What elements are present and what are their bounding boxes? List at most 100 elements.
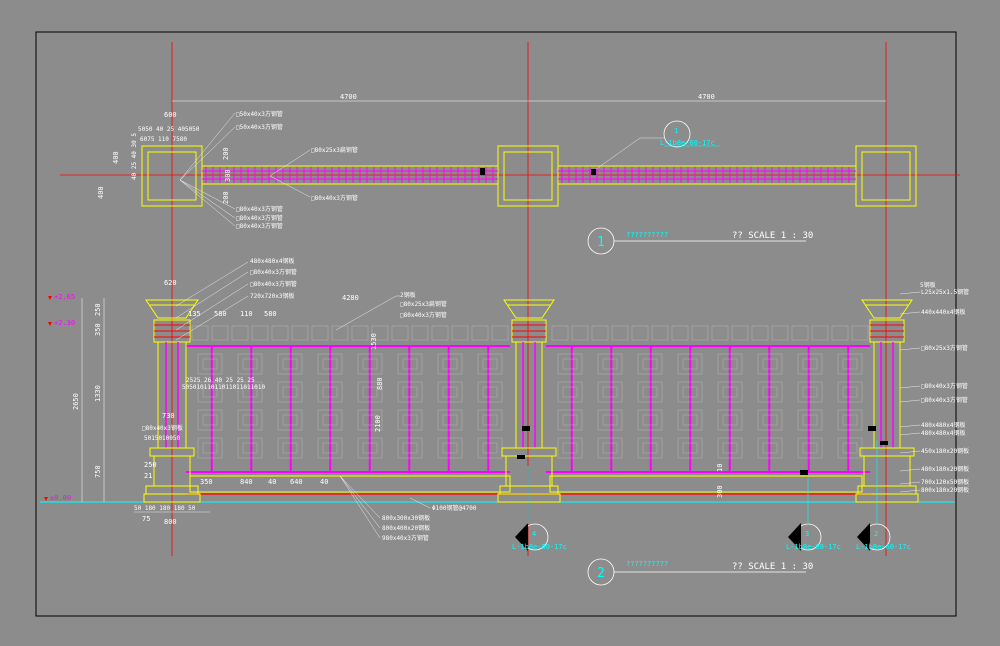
elev-left-label-4: 720x720x3钢板 xyxy=(250,292,295,300)
plan-callout-circle xyxy=(663,120,691,148)
elev-base-width: 730 xyxy=(162,412,175,420)
plan-depth-upper: 400 xyxy=(112,151,120,164)
elev-panel-580a: 580 xyxy=(214,310,227,318)
elev-panel-110: 110 xyxy=(240,310,253,318)
plan-callout-num: 1 xyxy=(674,127,678,135)
elev-right-label-10: 700x120x50钢板 xyxy=(921,478,969,486)
elev-bottom-label-1: 800x300x30钢板 xyxy=(382,514,430,522)
elev-post-spacing: 2525 26 40 25 25 25 xyxy=(186,377,255,384)
elev-h-2650: 2650 xyxy=(72,393,80,410)
plan-depth-side: 40 25 40 30 5 xyxy=(131,133,138,180)
elev-callout-3: 3 L-1b8e-60-17c xyxy=(786,478,841,551)
elev-right-label-9: 480x180x20钢板 xyxy=(921,465,969,473)
plan-span-left: 4700 xyxy=(340,93,357,101)
plan-label-1: □50x40x3方钢管 xyxy=(236,110,283,118)
elev-mid-label: 10 xyxy=(716,464,724,472)
elev-inner-height: 1530 xyxy=(370,333,378,350)
plan-view: 4700 4700 600 5050 40 25 405050 6075 xyxy=(97,93,917,230)
elev-bottom-40b: 40 xyxy=(320,478,328,486)
callout-4-num: 4 xyxy=(532,530,536,538)
elev-top-label: 2钢板 xyxy=(400,291,416,299)
callout-3-num: 3 xyxy=(805,530,809,538)
elevation-rails xyxy=(186,345,870,473)
elev-cap-width: 620 xyxy=(164,279,177,287)
plan-scale: ?? SCALE 1 : 30 xyxy=(732,231,813,241)
callout-2-ref: L-1b8e-60-17c xyxy=(856,543,911,551)
plan-leaders xyxy=(179,112,311,227)
plan-pillar-width: 600 xyxy=(164,111,177,119)
elev-pillar-right xyxy=(855,299,919,503)
elev-callout-4: 4 L-1b8e-60-17c xyxy=(512,466,567,551)
elev-ground-note: Φ100钢管@4700 xyxy=(432,504,477,512)
elev-right-label-6: 480x480x4钢板 xyxy=(921,421,966,429)
level-mid: +2.30 xyxy=(54,319,75,327)
level-top: +2.65 xyxy=(54,293,75,301)
elev-title-text: ?????????? xyxy=(626,560,668,568)
plan-label-6: □80x40x3方钢管 xyxy=(236,214,283,222)
elev-bottom-640: 640 xyxy=(290,478,303,486)
plan-depth-lower: 400 xyxy=(97,186,105,199)
plan-label-5: □80x40x3方钢管 xyxy=(236,205,283,213)
plan-label-2: □50x40x3方钢管 xyxy=(236,123,283,131)
elev-left-label-2: □80x40x3方钢管 xyxy=(250,268,297,276)
elev-rail-height: 2100 xyxy=(374,415,382,432)
plan-label-4: □80x40x3方钢管 xyxy=(311,194,358,202)
plan-rail-pickets xyxy=(205,167,850,183)
plan-title-text: ?????????? xyxy=(626,231,668,239)
plan-gap-bot: 200 xyxy=(222,191,230,204)
elev-right-leaders xyxy=(899,291,921,493)
plan-offsets: 5050 40 25 405050 xyxy=(138,126,200,133)
elev-right-label-1: L25x25x1.5钢管 xyxy=(921,288,969,296)
elev-right-label-8: 450x180x20钢板 xyxy=(921,447,969,455)
elev-base-total: 800 xyxy=(164,518,177,526)
elev-h-1330: 1330 xyxy=(94,385,102,402)
plan-label-7: □80x40x3方钢管 xyxy=(236,222,283,230)
elevation-pickets xyxy=(210,346,850,472)
elev-scale: ?? SCALE 1 : 30 xyxy=(732,562,813,572)
elev-bottom-300: 300 xyxy=(716,485,724,498)
elev-left-label-3: □80x40x3方钢管 xyxy=(250,280,297,288)
elev-bottom-840: 840 xyxy=(240,478,253,486)
elevation-title-block: 2 ?????????? ?? SCALE 1 : 30 xyxy=(587,558,813,586)
level-ground: ±0.00 xyxy=(50,494,71,502)
plan-callout-ref: L-1b8e-60-17c xyxy=(660,139,715,147)
elev-pillar-top-note: 5钢板 xyxy=(920,281,936,289)
elev-h-250: 250 xyxy=(94,303,102,316)
elev-right-label-7: 480x480x4钢板 xyxy=(921,429,966,437)
plan-title-block: 1 ?????????? ?? SCALE 1 : 30 xyxy=(587,227,813,255)
elev-panel-580b: 580 xyxy=(264,310,277,318)
plan-rails xyxy=(201,165,857,185)
elev-base-plan-small: 75 xyxy=(142,515,150,523)
elev-right-label-3: □80x25x3方钢管 xyxy=(921,344,968,352)
elev-left-leaders xyxy=(175,261,431,539)
elev-cap-dim: 135 xyxy=(188,310,201,318)
elev-bottom-label-2: 800x400x20钢板 xyxy=(382,524,430,532)
plan-gap-top: 200 xyxy=(222,147,230,160)
plan-title-num: 1 xyxy=(597,235,605,250)
elev-bottom-40a: 40 xyxy=(268,478,276,486)
elevation-view: +2.65 +2.30 ±0.00 250 350 1330 2650 750 xyxy=(40,257,969,551)
plan-offsets-2: 6075 110 7580 xyxy=(140,136,187,143)
elev-right-labels: L25x25x1.5钢管 440x440x4钢板 □80x25x3方钢管 □80x40… xyxy=(921,288,969,494)
elev-right-label-11: 800x180x20钢板 xyxy=(921,486,969,494)
elev-top-label-3: □80x40x3方钢管 xyxy=(400,311,447,319)
elevation-lattice-pattern xyxy=(191,325,869,459)
elev-left-mid-1: □80x40x3钢板 xyxy=(142,424,183,432)
drawing-frame xyxy=(35,31,957,617)
elev-base-plan: 50 180 180 180 50 xyxy=(134,505,196,512)
elev-panel-height: 880 xyxy=(376,377,384,390)
elev-h-350: 350 xyxy=(94,323,102,336)
elev-callout-2: 2 L-1b8e-60-17c xyxy=(856,440,911,551)
callout-2-num: 2 xyxy=(874,530,878,538)
plan-gap-mid: 300 xyxy=(224,169,232,182)
callout-3-ref: L-1b8e-60-17c xyxy=(786,543,841,551)
elev-right-label-5: □80x40x3方钢管 xyxy=(921,396,968,404)
elev-base-code: 21 xyxy=(144,472,152,480)
elev-h-750: 750 xyxy=(94,465,102,478)
elev-left-label-1: 480x480x4钢板 xyxy=(250,257,295,265)
elev-right-label-2: 440x440x4钢板 xyxy=(921,308,966,316)
elev-title-num: 2 xyxy=(597,566,605,581)
level-marks: +2.65 +2.30 ±0.00 xyxy=(44,293,75,502)
elev-right-label-4: □80x40x3方钢管 xyxy=(921,382,968,390)
